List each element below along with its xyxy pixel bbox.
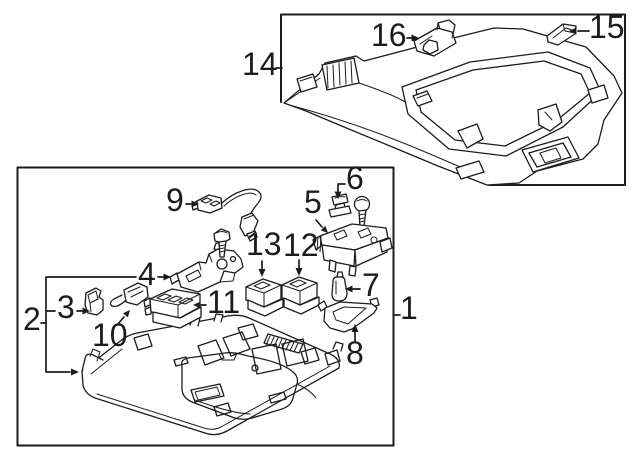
part-10-clip (109, 282, 149, 308)
callout-1[interactable]: 1 (400, 290, 418, 326)
part-13-switch (245, 278, 284, 317)
inset-box-console (16, 166, 395, 447)
callout-4[interactable]: 4 (138, 256, 156, 292)
inset-box-headliner (280, 13, 626, 186)
callout-15[interactable]: 15 (589, 9, 625, 45)
callout-14[interactable]: 14 (242, 46, 278, 82)
callout-11[interactable]: 11 (207, 284, 241, 320)
part-8-lamp-bracket (317, 297, 380, 333)
callout-13[interactable]: 13 (246, 226, 282, 262)
part-14-headliner-trim-panel (283, 27, 623, 186)
callout-2[interactable]: 2 (23, 301, 41, 337)
part-9-wire-harness (191, 188, 262, 242)
callout-leader-lines (40, 27, 590, 376)
callout-7[interactable]: 7 (362, 267, 380, 303)
callout-6[interactable]: 6 (346, 160, 364, 196)
part-6-grommet (328, 193, 352, 218)
part-11-switch-bank (143, 288, 202, 329)
part-12-switch (281, 276, 320, 315)
part-3-clip (84, 287, 104, 316)
callout-3[interactable]: 3 (57, 289, 75, 325)
screw (353, 195, 371, 228)
part-16-retainer-clip (413, 19, 457, 57)
bolt (213, 228, 231, 258)
part-5-console-housing (312, 223, 393, 277)
callout-8[interactable]: 8 (346, 335, 364, 371)
callout-12[interactable]: 12 (283, 227, 319, 263)
callout-9[interactable]: 9 (166, 182, 184, 218)
callout-10[interactable]: 10 (92, 317, 128, 353)
part-15-retainer-clip (546, 23, 577, 46)
callout-16[interactable]: 16 (371, 17, 407, 53)
part-7-bulb (331, 271, 348, 302)
callout-5[interactable]: 5 (304, 184, 322, 220)
